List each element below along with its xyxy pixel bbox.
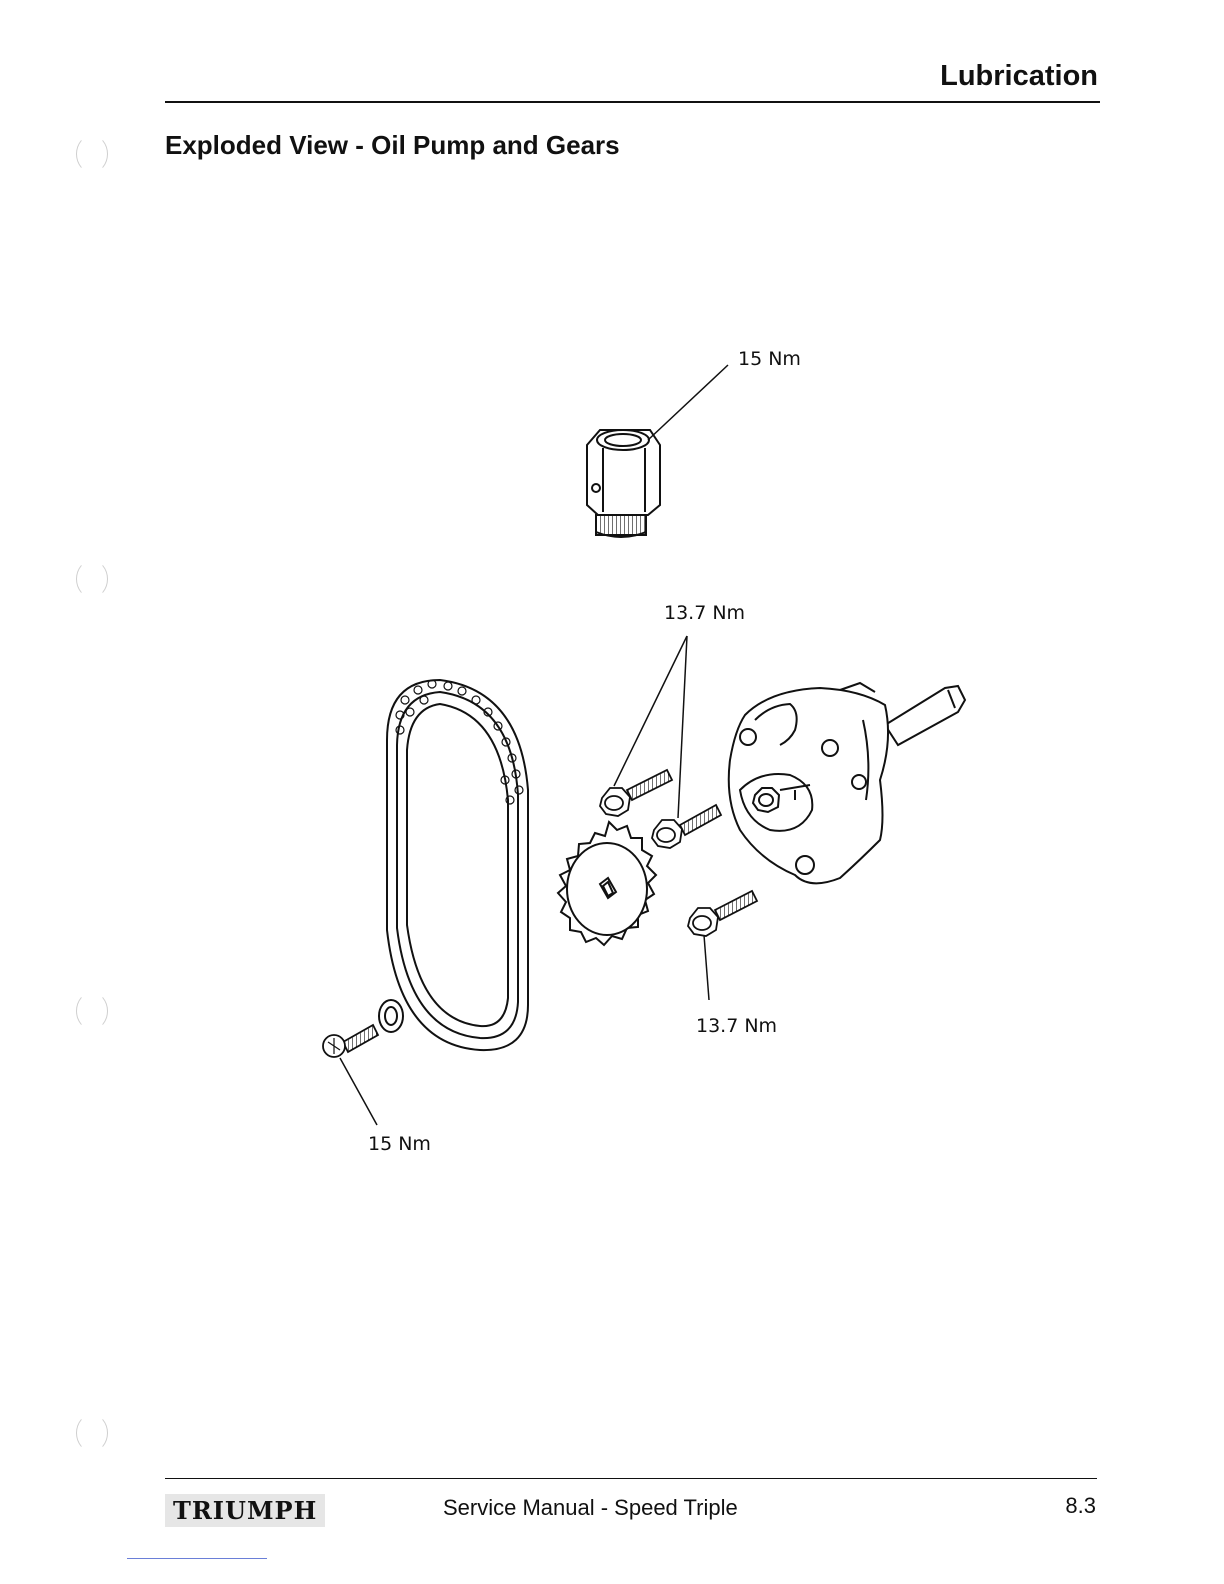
lower-bolt-leader-line	[704, 935, 709, 1000]
oil-pump-drive-chain	[387, 680, 528, 1050]
pump-bolts-torque-label: 13.7 Nm	[664, 602, 745, 624]
adapter-torque-label: 15 Nm	[738, 348, 801, 370]
manual-title: Service Manual - Speed Triple	[443, 1495, 738, 1521]
oil-pump-body	[729, 683, 965, 883]
sprocket-bolt	[323, 1025, 378, 1057]
pump-bolt-3	[688, 891, 757, 936]
triumph-logo: TRIUMPH	[165, 1494, 325, 1527]
pump-bolt-1	[600, 770, 672, 816]
sprocket-washer	[379, 1000, 403, 1032]
footer-rule	[165, 1478, 1097, 1479]
link-underline	[127, 1558, 267, 1559]
pressure-adapter	[587, 430, 660, 537]
lower-bolt-torque-label: 13.7 Nm	[696, 1015, 777, 1037]
pump-bolts-leader-line-2	[678, 636, 687, 818]
pump-bolts-leader-line-1	[614, 636, 687, 786]
pump-bolt-2	[652, 805, 721, 848]
adapter-leader-line	[648, 365, 728, 440]
oil-pump-sprocket	[558, 822, 656, 945]
page-number: 8.3	[1065, 1493, 1096, 1519]
sprocket-bolt-leader-line	[340, 1058, 377, 1125]
sprocket-bolt-torque-label: 15 Nm	[368, 1133, 431, 1155]
